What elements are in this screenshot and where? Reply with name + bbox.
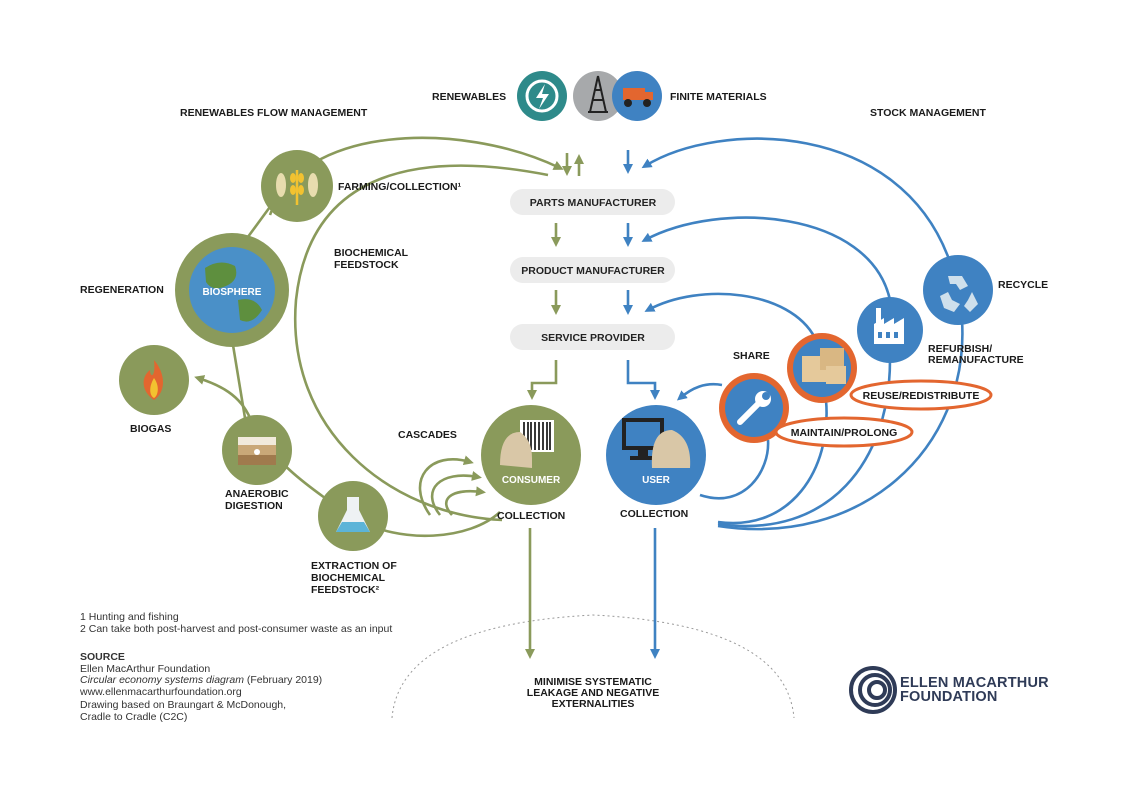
extraction-label-1: EXTRACTION OF <box>311 560 397 572</box>
farming-node <box>261 150 333 222</box>
drawing-note-1: Drawing based on Braungart & McDonough, <box>80 699 287 711</box>
consumer-node: CONSUMER <box>481 405 581 505</box>
extraction-label-3: FEEDSTOCK² <box>311 584 380 596</box>
refurbish-node <box>857 297 923 363</box>
source-doc-line: Circular economy systems diagram (Februa… <box>80 674 323 687</box>
parts-manufacturer-label: PARTS MANUFACTURER <box>530 197 657 209</box>
soil-layers-icon <box>238 437 276 465</box>
emf-logo: ELLEN MACARTHUR FOUNDATION <box>848 662 1058 718</box>
source-date: (February 2019) <box>246 674 323 686</box>
renewables-icon <box>517 71 567 121</box>
biochemical-feedstock-label-1: BIOCHEMICAL <box>334 247 409 259</box>
flame-icon <box>143 360 163 400</box>
footnotes: 1 Hunting and fishing 2 Can take both po… <box>80 611 393 635</box>
user-node: USER <box>606 405 706 505</box>
refurbish-label-2: REMANUFACTURE <box>928 354 1024 366</box>
reuse-label: REUSE/REDISTRIBUTE <box>863 390 980 402</box>
factory-icon <box>874 308 904 344</box>
biogas-label: BIOGAS <box>130 423 171 435</box>
extraction-label-2: BIOCHEMICAL <box>311 572 386 584</box>
finite-materials-label: FINITE MATERIALS <box>670 91 767 103</box>
globe-icon <box>205 262 262 322</box>
consumer-collection-label: COLLECTION <box>497 510 565 522</box>
recycle-node <box>923 255 993 325</box>
anaerobic-label-1: ANAEROBIC <box>225 488 289 500</box>
share-label: SHARE <box>733 350 770 362</box>
maintain-label: MAINTAIN/PROLONG <box>791 427 898 439</box>
extraction-node <box>318 481 388 551</box>
footnote-1: 1 Hunting and fishing <box>80 611 179 623</box>
renewables-flow-label: RENEWABLES FLOW MANAGEMENT <box>180 107 368 119</box>
maintain-node <box>719 373 789 443</box>
leakage-boundary <box>391 614 795 719</box>
source-doc: Circular economy systems diagram <box>80 674 244 686</box>
product-manufacturer-box: PRODUCT MANUFACTURER <box>510 257 675 283</box>
emf-logo-mark <box>849 666 897 714</box>
stock-management-label: STOCK MANAGEMENT <box>870 107 986 119</box>
parts-manufacturer-box: PARTS MANUFACTURER <box>510 189 675 215</box>
regeneration-label: REGENERATION <box>80 284 164 296</box>
leakage-label-3: EXTERNALITIES <box>552 698 635 710</box>
logo-line-1: ELLEN MACARTHUR <box>900 675 1049 691</box>
user-label: USER <box>642 475 671 486</box>
recycle-icon <box>940 276 978 312</box>
leakage-label-1: MINIMISE SYSTEMATIC <box>534 676 652 688</box>
source-org: Ellen MacArthur Foundation <box>80 662 211 675</box>
farming-label: FARMING/COLLECTION¹ <box>338 181 462 193</box>
reuse-node <box>787 333 857 403</box>
source-title: SOURCE <box>80 651 125 663</box>
anaerobic-label-2: DIGESTION <box>225 500 283 512</box>
drawing-note-2: Cradle to Cradle (C2C) <box>80 710 188 723</box>
product-manufacturer-label: PRODUCT MANUFACTURER <box>521 265 665 277</box>
recycle-label: RECYCLE <box>998 279 1048 291</box>
biosphere-node: BIOSPHERE <box>175 233 289 347</box>
wheat-fish-icon <box>276 170 318 205</box>
maintain-highlight <box>774 416 914 448</box>
source-block: SOURCE Ellen MacArthur Foundation Circul… <box>80 651 323 723</box>
biogas-node <box>119 345 189 415</box>
service-provider-label: SERVICE PROVIDER <box>541 332 645 344</box>
refurbish-label-1: REFURBISH/ <box>928 343 992 355</box>
biochemical-feedstock-label-2: FEEDSTOCK <box>334 259 399 271</box>
leakage-label-2: LEAKAGE AND NEGATIVE <box>527 687 659 699</box>
biosphere-label: BIOSPHERE <box>203 287 262 298</box>
biological-flows <box>194 136 584 659</box>
source-url[interactable]: www.ellenmacarthurfoundation.org <box>80 685 242 698</box>
footnote-2: 2 Can take both post-harvest and post-co… <box>80 622 393 635</box>
cascades-label: CASCADES <box>398 429 457 441</box>
renewables-label: RENEWABLES <box>432 91 506 103</box>
logo-line-2: FOUNDATION <box>900 689 998 705</box>
consumer-label: CONSUMER <box>502 475 561 486</box>
oil-rig-icon <box>573 71 623 121</box>
mining-truck-icon <box>612 71 662 121</box>
flask-icon <box>336 497 370 532</box>
reuse-highlight <box>849 379 993 411</box>
wrench-icon <box>737 391 771 425</box>
boxes-icon <box>802 348 846 384</box>
service-provider-box: SERVICE PROVIDER <box>510 324 675 350</box>
user-computer-icon <box>622 418 691 468</box>
consumer-icon <box>500 420 554 468</box>
user-collection-label: COLLECTION <box>620 508 688 520</box>
anaerobic-node <box>222 415 292 485</box>
